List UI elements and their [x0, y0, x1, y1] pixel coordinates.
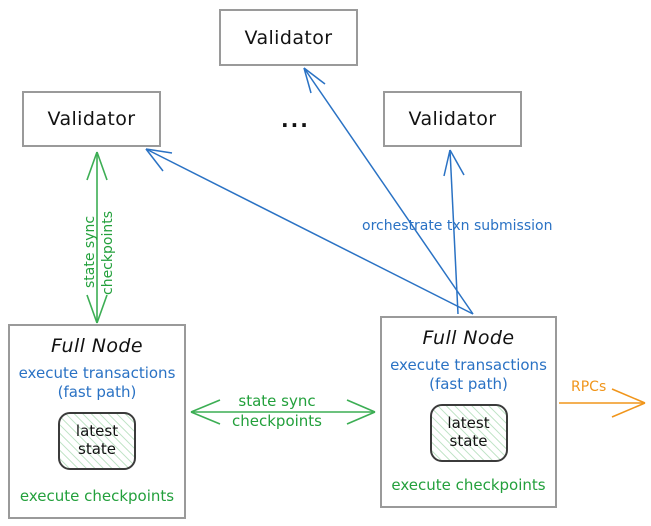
full-node-box-right[interactable]: Full Node execute transactions (fast pat…: [380, 316, 557, 508]
validator-label: Validator: [244, 26, 333, 49]
validator-box-top[interactable]: Validator: [219, 9, 358, 66]
edge-fullnode-right-to-validator-left: [145, 148, 474, 315]
ellipsis-label: ...: [281, 108, 310, 132]
edge-fullnode-right-to-validator-right: [443, 149, 465, 315]
validator-box-right[interactable]: Validator: [383, 91, 522, 147]
full-node-blue-line-2: (fast path): [57, 382, 137, 401]
rpcs-label: RPCs: [571, 379, 607, 395]
full-node-content: Full Node execute transactions (fast pat…: [10, 326, 184, 517]
state-sync-horizontal-line-2: checkpoints: [232, 411, 322, 430]
full-node-green-text: execute checkpoints: [391, 476, 546, 494]
full-node-blue-text: execute transactions (fast path): [19, 364, 176, 402]
full-node-blue-line-2: (fast path): [429, 374, 508, 393]
full-node-blue-line-1: execute transactions: [390, 356, 547, 374]
full-node-blue-text: execute transactions (fast path): [390, 356, 547, 394]
full-node-content: Full Node execute transactions (fast pat…: [382, 318, 555, 506]
state-sync-vertical-label-line-2: checkpoints: [100, 211, 116, 295]
state-sync-vertical-label-line-1: state sync: [82, 215, 98, 288]
full-node-title: Full Node: [51, 335, 143, 357]
edge-fullnode-right-rpcs: [559, 388, 646, 418]
orchestrate-txn-submission-label: orchestrate txn submission: [362, 218, 553, 234]
latest-state-box[interactable]: latest state: [58, 411, 136, 470]
state-sync-horizontal-line-1: state sync: [238, 392, 316, 410]
full-node-green-text: execute checkpoints: [19, 487, 175, 505]
state-sync-horizontal-label: state sync checkpoints: [232, 392, 322, 431]
edge-fullnode-right-to-validator-top: [303, 67, 474, 315]
latest-state-line-1: latest: [75, 422, 119, 441]
full-node-box-left[interactable]: Full Node execute transactions (fast pat…: [8, 324, 186, 519]
validator-label: Validator: [408, 108, 497, 130]
latest-state-line-2: state: [78, 439, 116, 458]
latest-state-line-2: state: [449, 431, 488, 450]
full-node-title: Full Node: [422, 327, 515, 349]
latest-state-line-1: latest: [447, 414, 490, 433]
latest-state-box[interactable]: latest state: [429, 403, 508, 462]
full-node-blue-line-1: execute transactions: [18, 364, 176, 382]
edge-validator-left-to-fullnode-left: [86, 151, 108, 324]
validator-box-left[interactable]: Validator: [22, 91, 161, 147]
edge-fullnode-left-to-fullnode-right: [190, 399, 376, 425]
validator-label: Validator: [47, 108, 136, 130]
